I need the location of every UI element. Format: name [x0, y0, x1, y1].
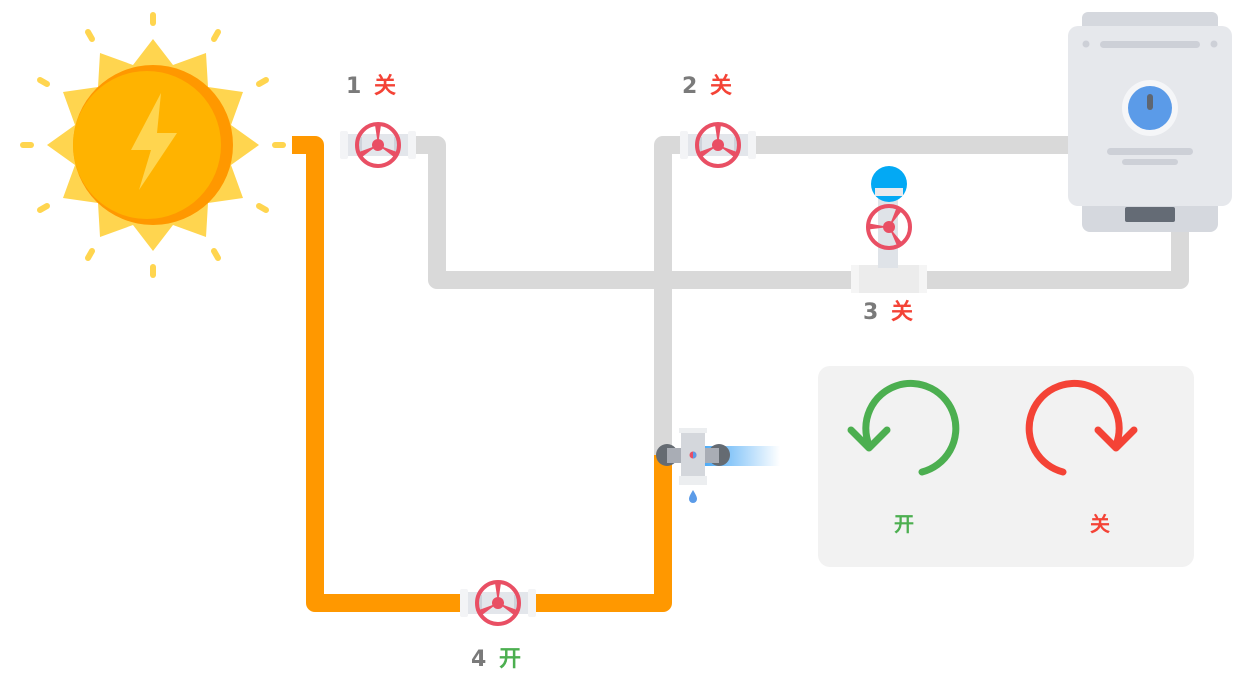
sun-icon — [20, 12, 286, 278]
legend-arrows — [847, 379, 1138, 476]
valve-4-state: 开 — [499, 647, 522, 672]
legend-panel: 开 关 — [818, 366, 1194, 567]
legend-close-label: 关 — [1090, 512, 1110, 536]
valve-3 — [851, 166, 927, 293]
valve-2 — [678, 122, 758, 168]
valve-1-number: 1 — [346, 74, 362, 99]
valve-4-number: 4 — [471, 647, 487, 672]
valve-2-state: 关 — [710, 74, 733, 99]
faucet-icon — [656, 428, 780, 503]
valve-1-state: 关 — [374, 74, 397, 99]
pipe-valve1-to-junction — [415, 136, 1189, 289]
valve-2-number: 2 — [682, 74, 698, 99]
clockwise-close-icon — [1025, 379, 1138, 476]
valve-1 — [338, 122, 418, 168]
pipe-vertical-to-faucet — [654, 136, 1075, 455]
legend-open-label: 开 — [894, 512, 914, 536]
counterclockwise-open-icon — [847, 379, 960, 476]
valve-3-number: 3 — [863, 300, 879, 325]
valve-4 — [458, 580, 538, 626]
water-heater-icon — [1068, 12, 1232, 232]
cold-pipes — [415, 136, 1189, 455]
hot-pipe — [292, 136, 672, 612]
water-drop-icon — [689, 490, 697, 503]
valve-3-state: 关 — [891, 300, 914, 325]
pressure-gauge — [871, 166, 907, 202]
